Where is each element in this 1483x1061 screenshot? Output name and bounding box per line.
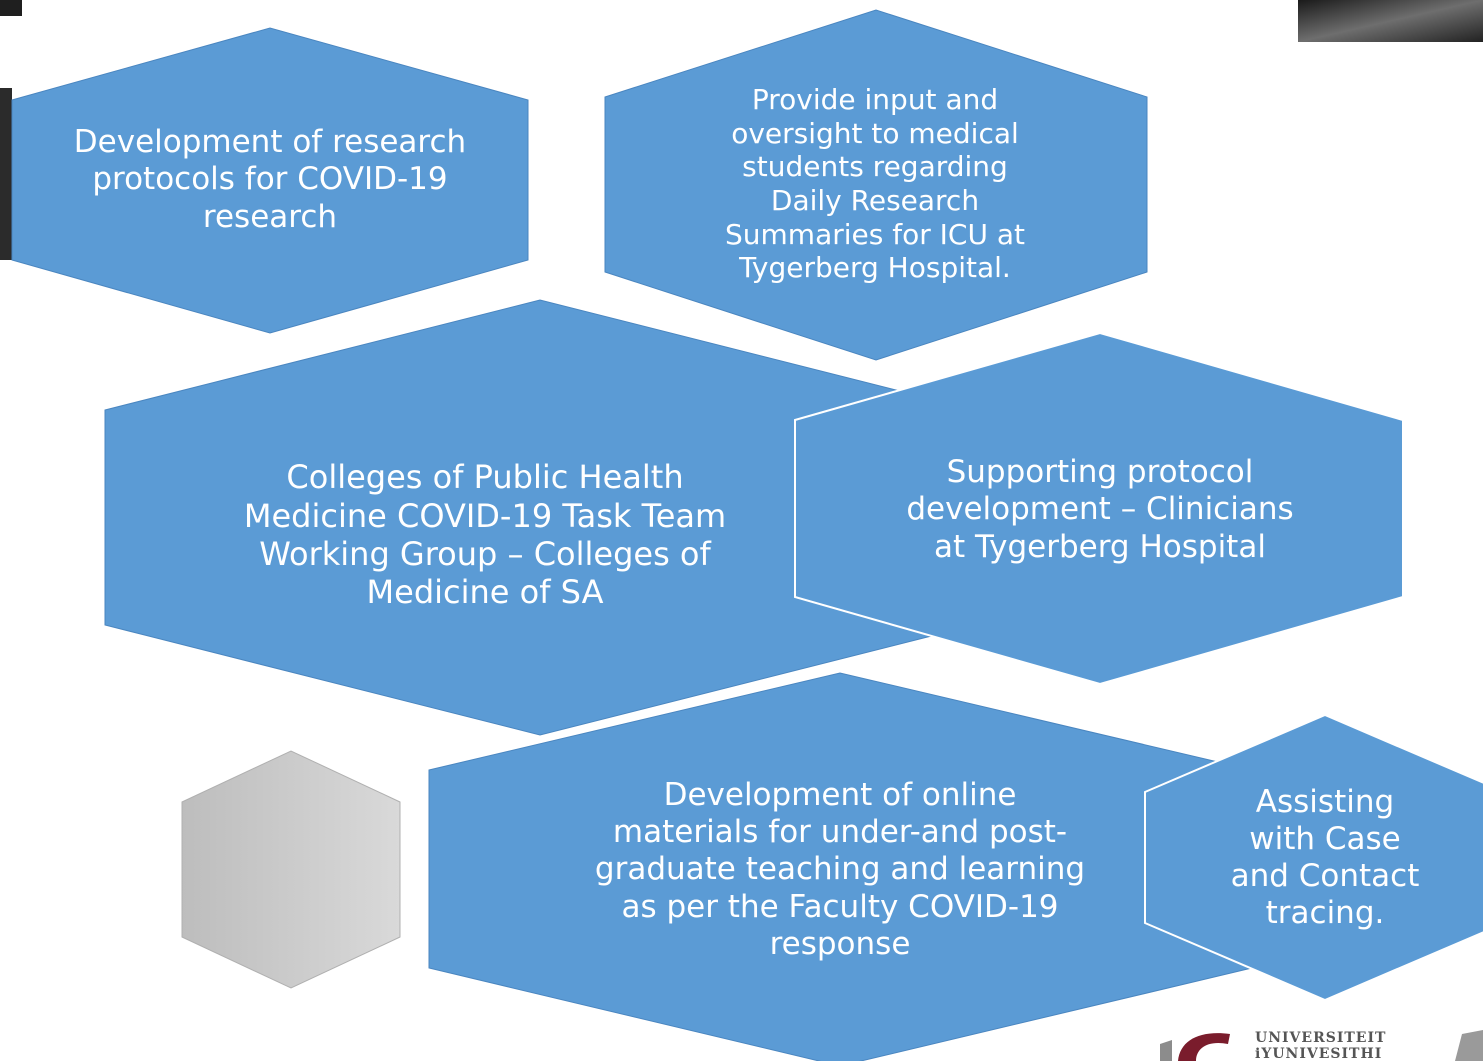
label-colleges-task-team: Colleges of Public Health Medicine COVID… <box>243 458 727 612</box>
left-edge-fragment <box>0 88 12 260</box>
photo-fragment <box>1298 0 1483 42</box>
logo-text-line2: iYUNIVESITHI <box>1255 1046 1383 1061</box>
label-contact-tracing: Assisting with Case and Contact tracing. <box>1230 783 1420 932</box>
hexagon-research-protocols <box>11 27 529 334</box>
decorative-grey-hexagon <box>181 750 401 989</box>
hexagon-contact-tracing <box>1144 713 1483 1002</box>
logo-s-mark-icon <box>1178 1033 1230 1061</box>
logo-shield-icon <box>1160 1040 1172 1061</box>
label-research-protocols: Development of research protocols for CO… <box>73 124 467 235</box>
label-online-materials: Development of online materials for unde… <box>594 777 1086 962</box>
logo-right-mark-icon <box>1455 1030 1483 1061</box>
corner-fragment <box>0 0 22 16</box>
hexagon-input-oversight <box>604 9 1148 361</box>
university-logo <box>1148 1030 1483 1061</box>
logo-text-line1: UNIVERSITEIT <box>1255 1030 1387 1046</box>
label-input-oversight: Provide input and oversight to medical s… <box>725 83 1025 285</box>
label-supporting-protocol: Supporting protocol development – Clinic… <box>906 454 1294 565</box>
hexagon-supporting-protocol <box>794 331 1404 686</box>
